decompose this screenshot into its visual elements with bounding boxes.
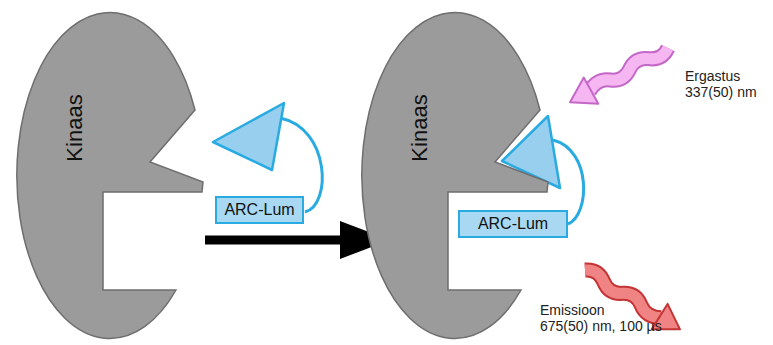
kinase-outline: [17, 12, 203, 338]
probe-box: ARC-Lum: [215, 196, 304, 224]
kinase-outline: [362, 12, 548, 338]
kinase-shape: [15, 10, 205, 340]
probe-label: ARC-Lum: [478, 215, 548, 233]
kinase-node: Kinaas: [15, 10, 205, 340]
wavelength-label: Emissioon 675(50) nm, 100 µs: [540, 302, 662, 334]
probe-label: ARC-Lum: [224, 201, 294, 219]
kinase-label: Kinaas: [62, 94, 88, 161]
wavelength-label: Ergastus 337(50) nm: [685, 68, 757, 100]
reaction-arrow: [205, 236, 345, 245]
kinase-label: Kinaas: [407, 94, 433, 161]
kinase-shape: [360, 10, 550, 340]
label-holder: Emissioon 675(50) nm, 100 µs: [540, 302, 672, 334]
ligand-triangle: [213, 103, 284, 170]
spacer: [622, 302, 672, 304]
label-holder: Ergastus 337(50) nm: [685, 68, 769, 100]
probe-box: ARC-Lum: [458, 210, 568, 238]
kinase-node: Kinaas: [360, 10, 550, 340]
excitation-wave: [563, 35, 676, 116]
